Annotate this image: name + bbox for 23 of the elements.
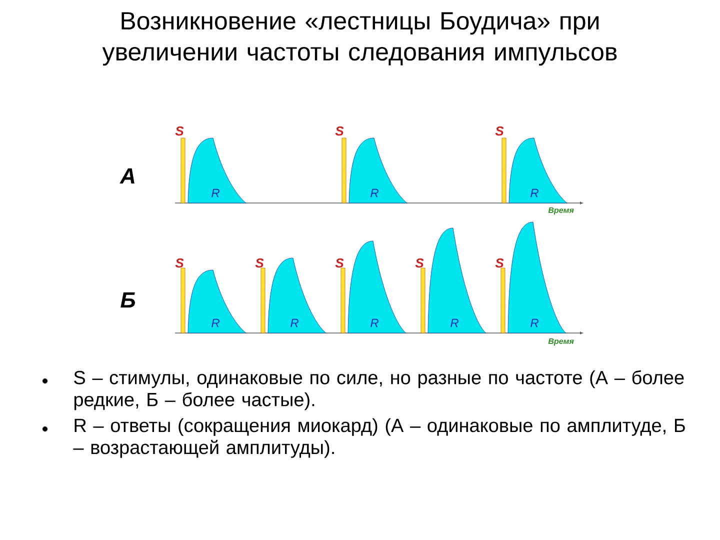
bullet-text: S – стимулы, одинаковые по силе, но разные по частоте (А – более редкие, Б – более частые).	[74, 370, 684, 410]
response-label: R	[450, 318, 458, 328]
row-label: А	[120, 168, 134, 184]
axis-label: Время	[548, 207, 574, 215]
stimulus-label: S	[415, 258, 424, 268]
stimulus-label: S	[495, 126, 504, 136]
row-label: Б	[120, 292, 135, 308]
response-label: R	[370, 188, 378, 198]
stimulus-label: S	[175, 258, 184, 268]
stimulus-label: S	[255, 258, 264, 268]
response-label: R	[212, 318, 220, 328]
stimulus-label: S	[175, 126, 184, 136]
title: Возникновение «лестницы Боудича» при увеличении частоты следования импульсов	[102, 12, 617, 66]
bullet-text: R – ответы (сокращения миокард) (А – одинаковые по амплитуде, Б – возрастающей амплитуды).	[73, 418, 685, 458]
response-label: R	[530, 318, 538, 328]
stimulus-label: S	[335, 126, 344, 136]
axis-label: Время	[548, 338, 574, 346]
stimulus-label: S	[335, 258, 344, 268]
response-label: R	[290, 318, 298, 328]
response-label: R	[370, 318, 378, 328]
stimulus-label: S	[495, 258, 504, 268]
response-label: R	[530, 188, 538, 198]
response-label: R	[212, 188, 220, 198]
